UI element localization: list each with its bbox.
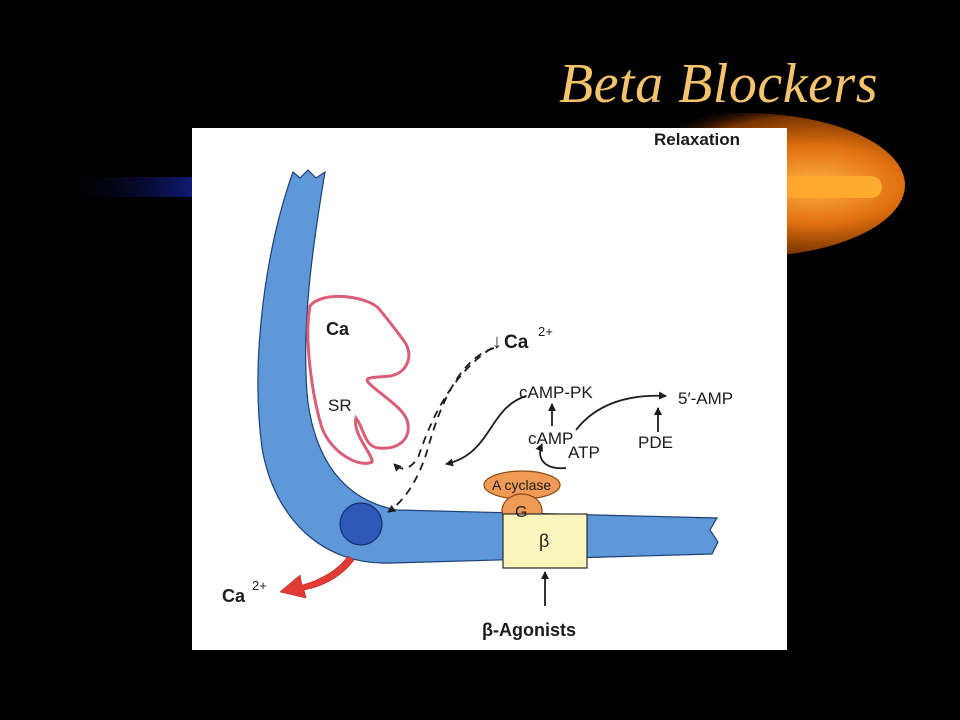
sr-calcium-label: Ca	[326, 319, 350, 339]
agonists-label: β-Agonists	[482, 620, 576, 640]
ca-decrease-label: Ca	[504, 332, 529, 353]
pde-label: PDE	[638, 433, 673, 452]
camp-pk-label: cAMP-PK	[519, 383, 593, 402]
ca-decrease-charge: 2+	[538, 324, 553, 339]
atp-to-camp-arrow	[535, 443, 567, 470]
a-cyclase-label: A cyclase	[492, 477, 551, 493]
slide-title: Beta Blockers	[558, 53, 878, 115]
ca-efflux-arrow	[279, 555, 355, 599]
calcium-channel	[339, 502, 383, 546]
camp-label: cAMP	[528, 429, 573, 448]
ca-efflux-label: Ca	[222, 586, 246, 606]
ca-decrease-dashed-path-2	[393, 347, 493, 472]
ca-efflux-charge: 2+	[252, 578, 267, 593]
relaxation-diagram: Relaxation Ca SR ↓ Ca 2+ cAMP-PK 5′-AMP …	[222, 130, 740, 640]
beta-receptor	[502, 513, 588, 569]
g-protein-label: G	[515, 504, 527, 521]
cell-membrane	[257, 169, 719, 564]
beta-receptor-label: β	[539, 531, 549, 551]
diagram-panel: Relaxation Ca SR ↓ Ca 2+ cAMP-PK 5′-AMP …	[192, 128, 787, 650]
ca-decrease-dashed-path-1	[387, 347, 495, 513]
ca-decrease-symbol: ↓	[492, 331, 502, 353]
diagram-heading: Relaxation	[654, 130, 740, 149]
camp-pk-pathway	[445, 395, 527, 467]
sr-label: SR	[328, 396, 352, 415]
5-amp-label: 5′-AMP	[678, 389, 733, 408]
atp-label: ATP	[568, 443, 600, 462]
sarcoplasmic-reticulum	[306, 294, 411, 465]
camp-to-5amp-arrow	[575, 391, 667, 431]
